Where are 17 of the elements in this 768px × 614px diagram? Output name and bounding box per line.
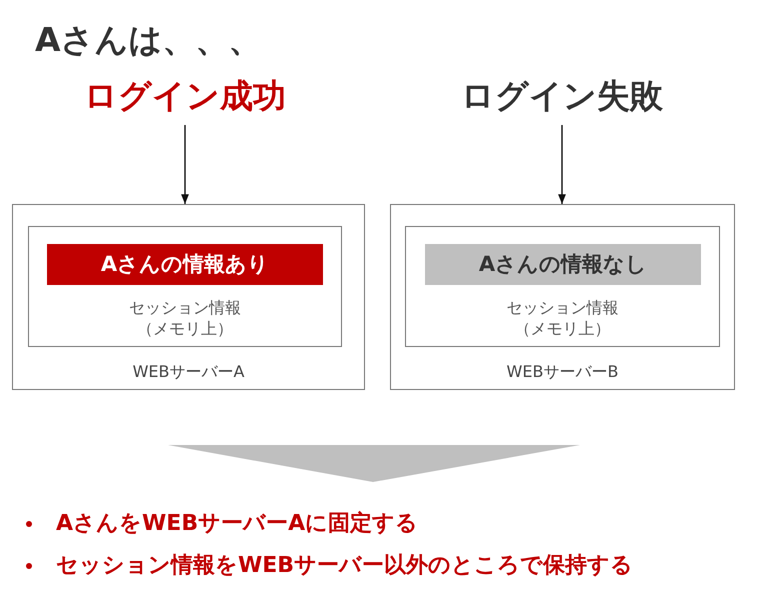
server-box (390, 204, 735, 390)
session-box (405, 226, 720, 347)
server-label: WEBサーバーB (506, 362, 620, 383)
session-box (28, 226, 342, 347)
status-bar: Aさんの情報あり (47, 244, 323, 285)
server-box (12, 204, 365, 390)
heading-text: ログイン成功 (84, 74, 286, 119)
arrow (181, 125, 189, 204)
conclusion-text: セッション情報をWEBサーバー以外のところで保持する (56, 552, 634, 580)
server-label: WEBサーバーA (132, 362, 246, 383)
arrow (558, 125, 566, 204)
status-bar: Aさんの情報なし (425, 244, 701, 285)
conclusion-text: AさんをWEBサーバーAに固定する (56, 510, 418, 538)
title: Aさんは、、、 (35, 19, 262, 61)
memory-label: セッション情報（メモリ上） (505, 297, 620, 339)
heading-text: ログイン失敗 (461, 74, 663, 119)
memory-label: セッション情報（メモリ上） (128, 297, 242, 339)
